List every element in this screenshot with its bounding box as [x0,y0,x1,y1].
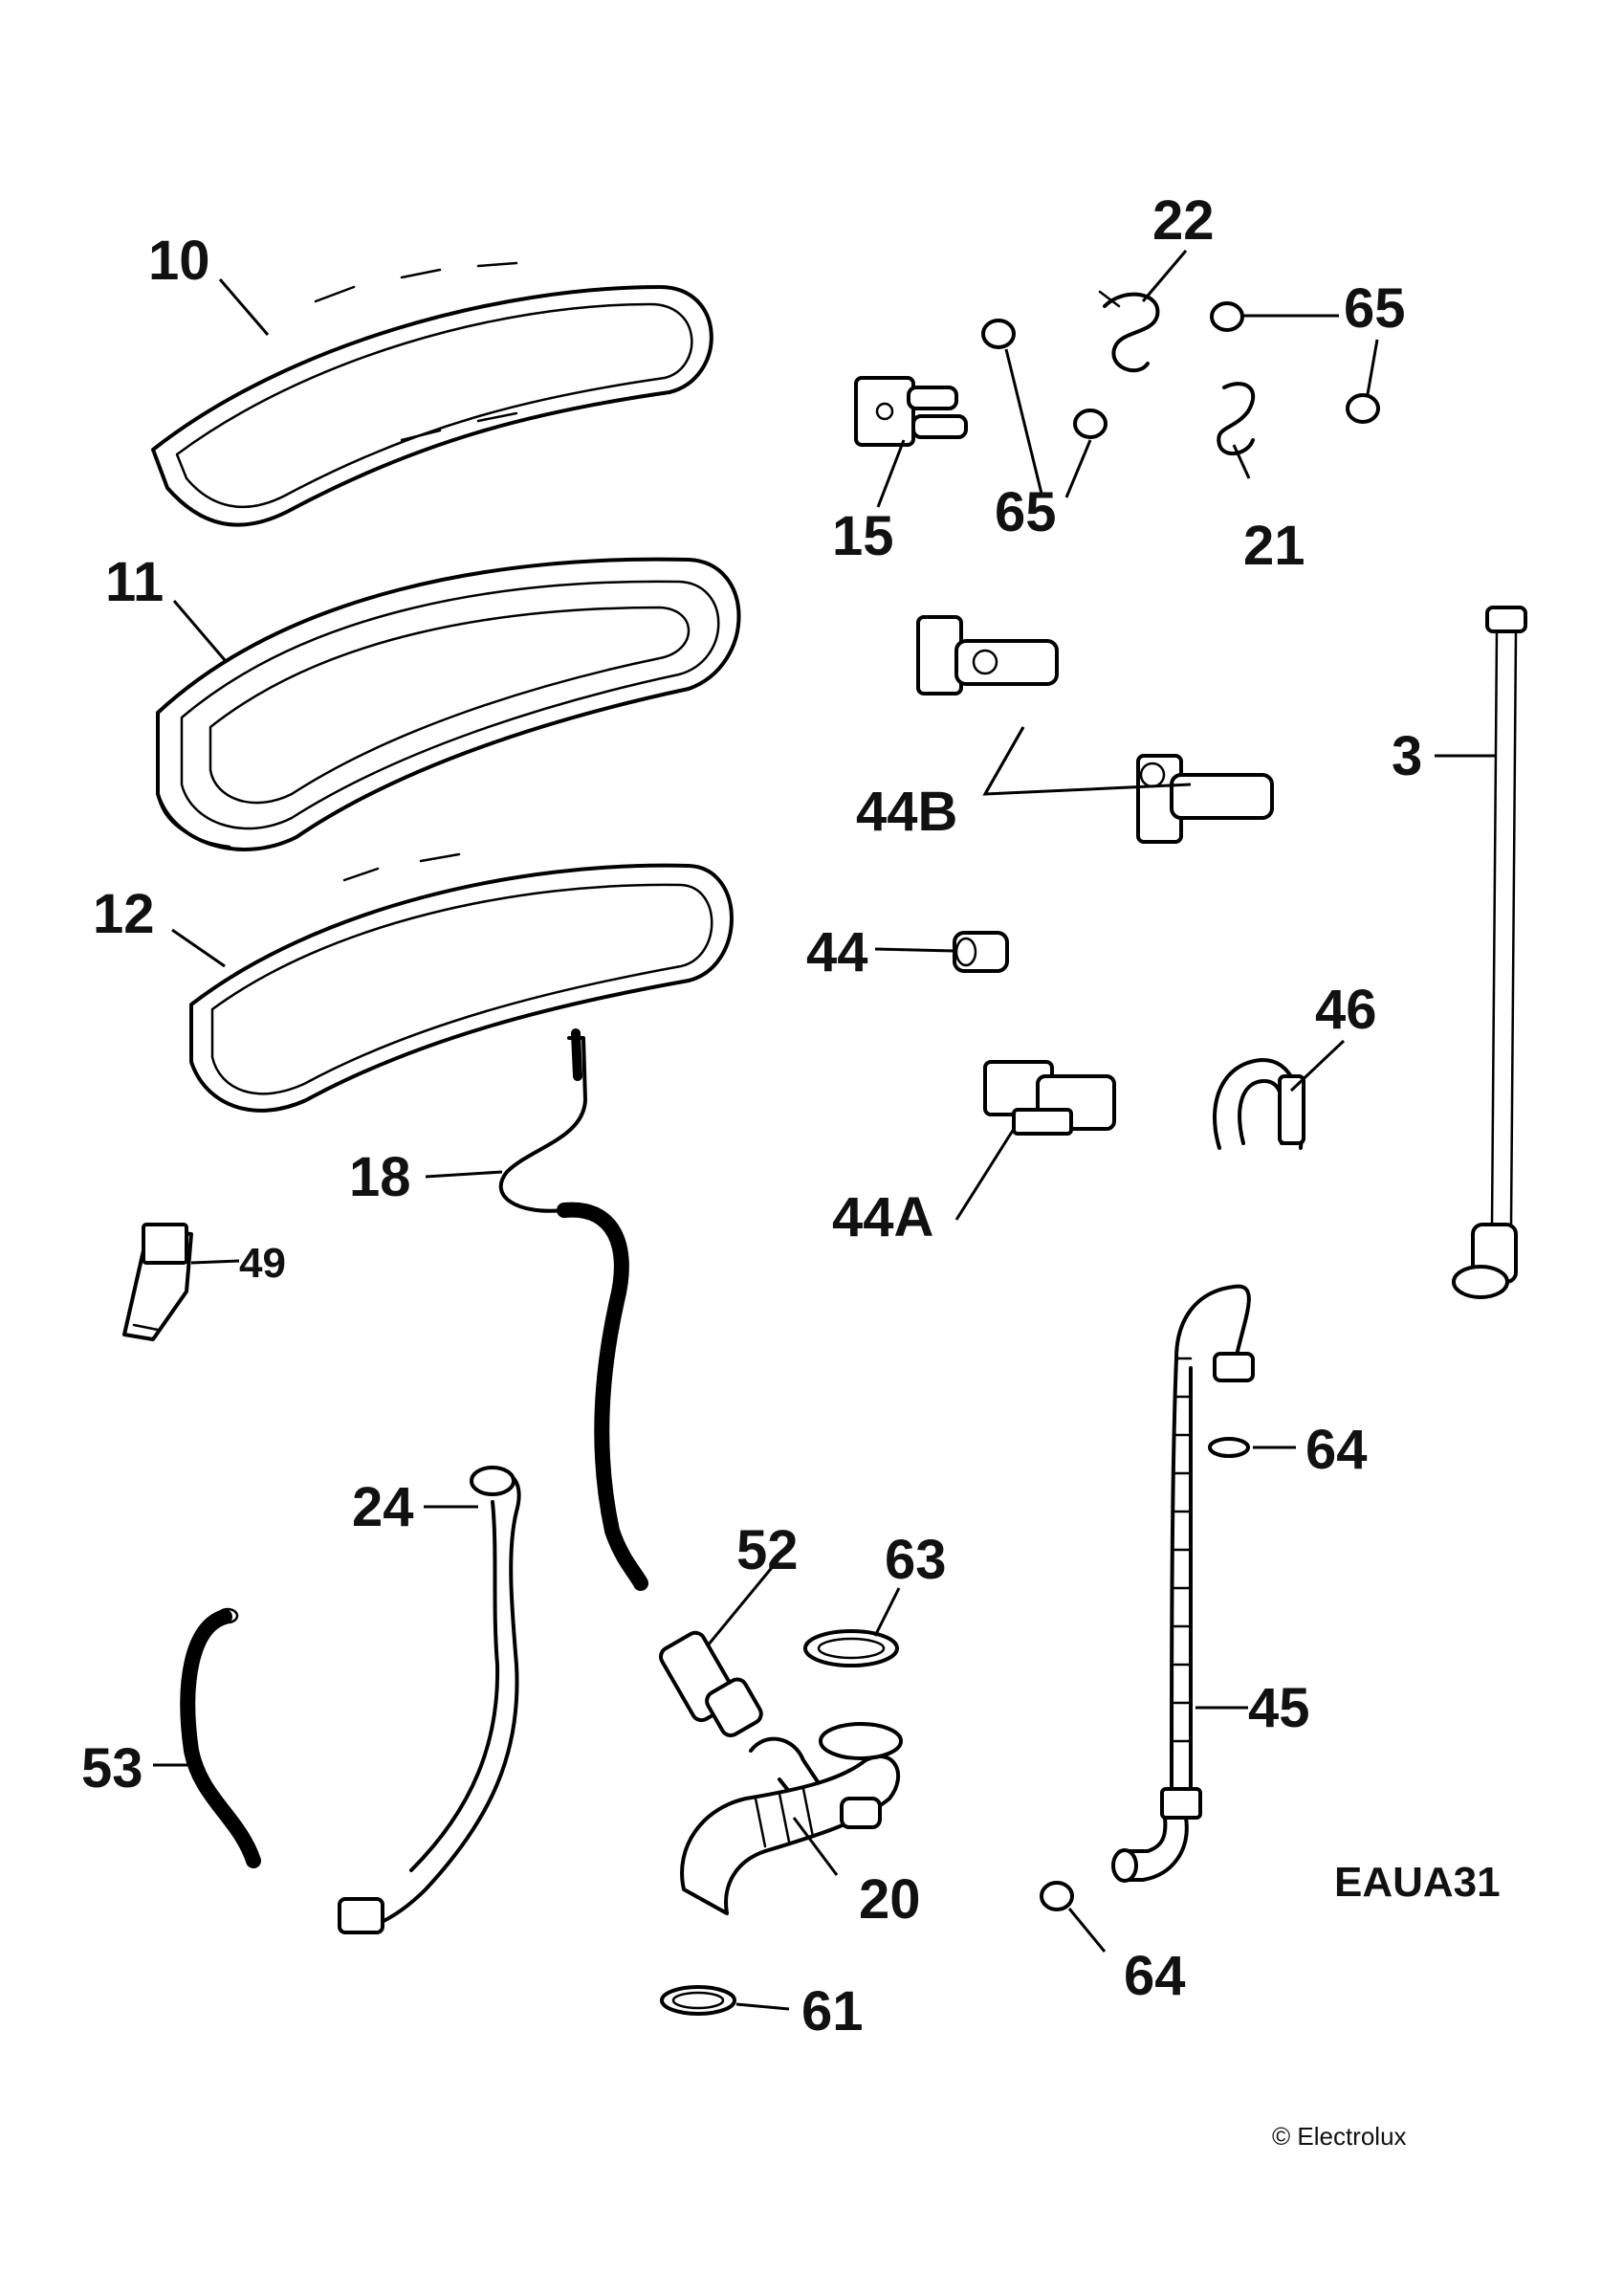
part-number-labels: 10 11 12 15 22 65 65 21 3 44B 44 46 44A … [81,189,1422,2042]
label-part-65-top: 65 [1344,277,1406,340]
label-part-21: 21 [1243,515,1305,577]
part-24-drain-hose [338,1466,521,1934]
label-part-12: 12 [93,883,155,945]
part-45-corrugated-hose [1111,1284,1255,1883]
label-part-49: 49 [239,1240,286,1287]
label-part-3: 3 [1392,725,1422,787]
part-44b-clamp-assembly [916,615,1274,844]
label-part-65-mid: 65 [995,481,1057,543]
part-49-bracket [122,1223,193,1341]
label-part-20: 20 [859,1868,921,1931]
label-part-52: 52 [736,1519,799,1581]
part-64-clamp-rings [1040,1437,1250,1911]
part-63-clamp-ring [803,1629,899,1667]
label-part-10: 10 [148,230,210,292]
label-part-22: 22 [1152,189,1215,252]
leader-lines [153,250,1497,2011]
part-52-connector [659,1630,763,1737]
part-20-pump-hose [680,1722,903,1915]
label-part-18: 18 [349,1146,411,1208]
label-part-63: 63 [885,1529,947,1591]
part-18-hose [498,1028,648,1591]
part-11-door-seal [156,557,741,851]
label-part-15: 15 [832,505,894,567]
part-15-valve [854,376,968,447]
label-part-24: 24 [352,1476,414,1538]
label-part-44a: 44A [832,1186,933,1248]
label-part-44b: 44B [856,781,957,843]
label-part-45: 45 [1248,1677,1310,1739]
part-53-hose [180,1607,261,1868]
label-part-53: 53 [81,1737,143,1799]
label-part-64-upper: 64 [1305,1419,1368,1481]
label-part-44: 44 [806,921,868,983]
part-3-rod [1452,606,1527,1299]
part-22-elbow-hose [1098,290,1160,373]
part-21-elbow-hose [1217,382,1256,455]
diagram-code: EAUA31 [1334,1859,1501,1906]
label-part-61: 61 [801,1980,864,2042]
part-65-o-rings [981,301,1380,439]
part-46-u-pipe [1213,1058,1305,1150]
copyright-notice: © Electrolux [1272,2122,1407,2151]
label-part-11: 11 [105,551,164,613]
part-61-clamp-ring [660,1985,736,2016]
label-part-46: 46 [1315,979,1377,1041]
part-12-ring [189,852,734,1113]
part-44-small-clamp [953,931,1009,973]
label-part-64-lower: 64 [1124,1945,1186,2007]
part-10-gasket-ring [151,261,713,527]
part-44a-clamp [983,1060,1116,1136]
